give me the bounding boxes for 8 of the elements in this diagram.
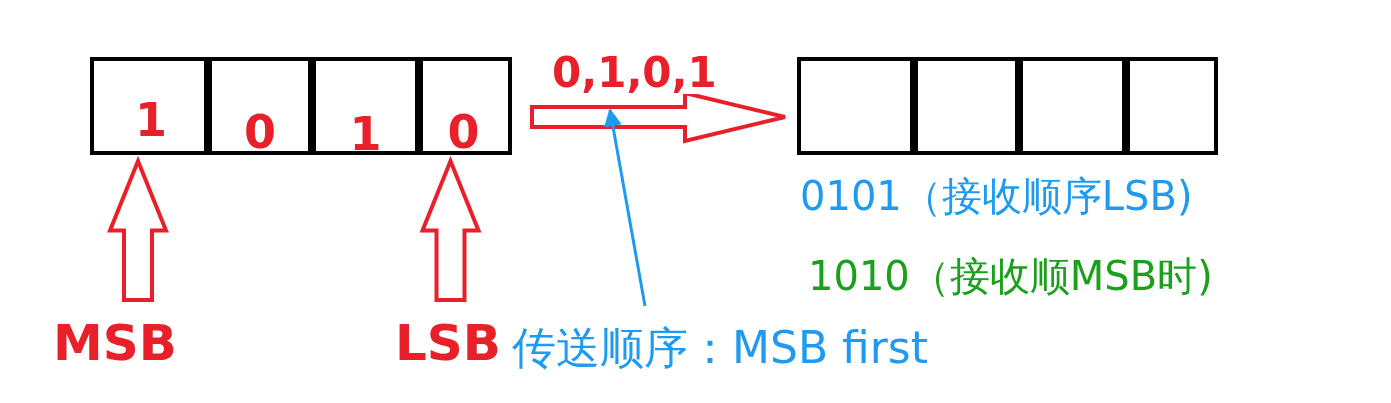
note-text: 传送顺序：MSB first — [512, 322, 972, 378]
bit-order-label: MSB — [50, 300, 180, 375]
edge-label: 0,1,0,1 — [552, 52, 717, 94]
bit-sequence-note: 1010（接收顺MSB时) — [808, 256, 1213, 296]
leader-line — [604, 108, 647, 307]
hollow-arrow — [419, 155, 482, 302]
bit-sequence-note: 0101（接收顺序LSB) — [800, 176, 1193, 216]
hollow-arrow — [107, 155, 169, 302]
